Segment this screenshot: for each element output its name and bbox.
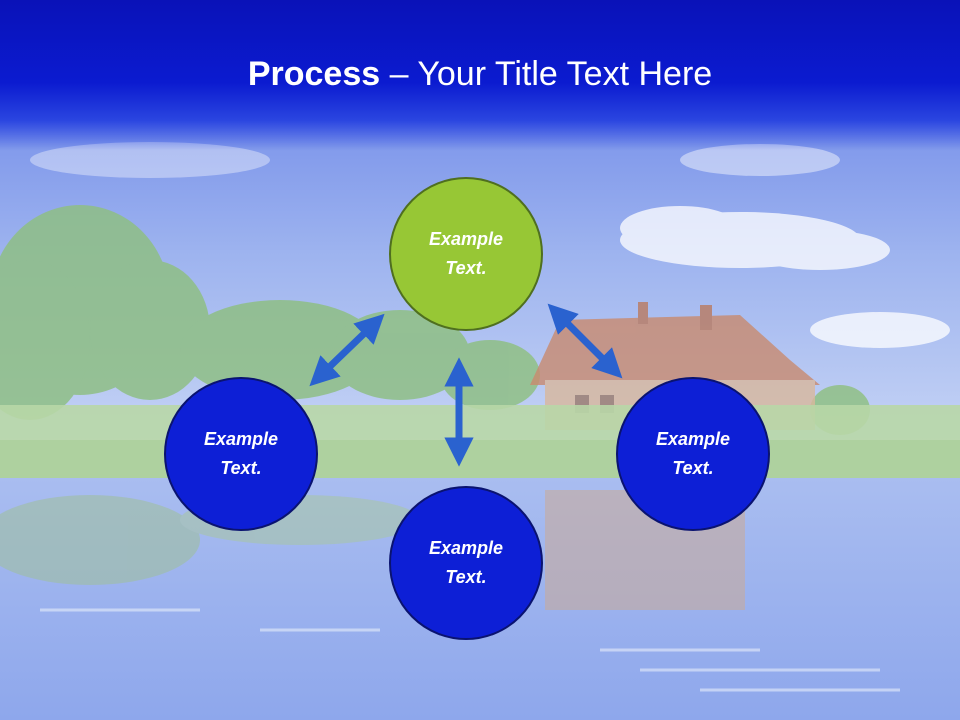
node-bottom: Example Text. [389, 486, 543, 640]
node-right-label: Example Text. [655, 429, 731, 478]
node-top: Example Text. [389, 177, 543, 331]
title-rest: – Your Title Text Here [380, 55, 713, 93]
arrow-top-left [309, 313, 385, 387]
arrow-top-right [547, 303, 623, 379]
node-top-label: Example Text. [428, 229, 504, 278]
node-left: Example Text. [164, 377, 318, 531]
node-left-label: Example Text. [203, 429, 279, 478]
slide-title: Process – Your Title Text Here [0, 52, 960, 96]
title-bar [0, 0, 960, 150]
node-right: Example Text. [616, 377, 770, 531]
title-bold: Process [247, 55, 381, 93]
node-bottom-label: Example Text. [428, 538, 504, 587]
